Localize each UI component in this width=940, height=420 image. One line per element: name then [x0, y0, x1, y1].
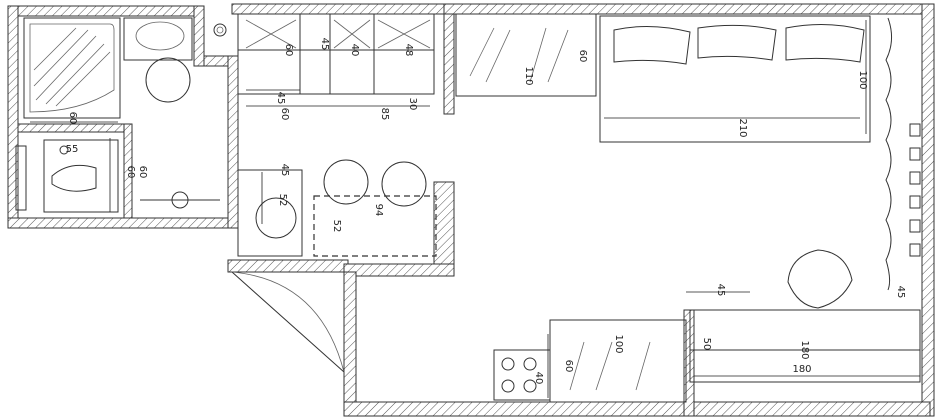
shower-tray-lines: [33, 27, 111, 107]
dim-wardrobe-60: 60: [577, 50, 588, 63]
dimension-lines: [30, 20, 920, 398]
chair-2: [381, 161, 427, 207]
chair-1: [323, 159, 369, 205]
toilet-bowl: [145, 57, 191, 103]
sofa-cushion-2: [697, 24, 777, 61]
wall-entry-lower: [343, 263, 455, 277]
dim-desk-50: 50: [701, 338, 712, 351]
dim-table-45: 45: [279, 164, 290, 177]
dim-upper-cab-1: 60: [283, 44, 294, 57]
dim-desk-180b: 180: [792, 364, 811, 375]
fridge-icon: [255, 197, 297, 239]
kitchen: [237, 13, 437, 257]
dim-shower-width: 60: [67, 112, 78, 125]
entry-door: [231, 271, 345, 373]
shower-tray-inner: [29, 23, 115, 113]
dimension-labels: 60 55 60 60 60 45 40 48 45 60 85 30 110 …: [66, 38, 906, 385]
wardrobe-body: [455, 13, 597, 97]
dim-sink-depth: 55: [66, 144, 79, 155]
washing-machine-drum: [135, 21, 185, 51]
wall-kitchen-partition: [443, 13, 455, 115]
wall-bath-bottom: [7, 217, 233, 229]
sink-drain: [59, 145, 69, 155]
wall-desk-back: [683, 309, 695, 417]
burner-4: [523, 379, 537, 393]
wall-entry-side: [343, 271, 357, 417]
wall-bath-divider: [17, 123, 125, 133]
sink-basin: [51, 164, 97, 192]
bathroom: [15, 17, 227, 213]
sink-counter: [43, 139, 119, 213]
wall-top-living: [443, 3, 933, 15]
burner-3: [523, 357, 537, 371]
dim-toilet-depth-a: 60: [137, 166, 148, 179]
wall-bath-right: [193, 5, 205, 67]
dim-kitchen-85: 85: [379, 108, 390, 121]
fridge: [237, 169, 303, 257]
sofa-cushion-3: [785, 23, 865, 63]
wardrobe: [455, 13, 597, 97]
dim-table-52a: 52: [277, 194, 288, 207]
kitchen-upper-cabinets: [237, 13, 435, 95]
heater: [15, 145, 27, 211]
dim-table-52b: 52: [331, 220, 342, 233]
washing-machine: [123, 17, 193, 61]
sofa: [599, 15, 871, 143]
dim-sofa-100: 100: [857, 70, 868, 89]
wall-bottom-right: [689, 401, 931, 417]
wall-bath-inner: [227, 55, 239, 229]
radiator-valve-icon: [171, 191, 189, 209]
dim-stove-40: 40: [533, 372, 544, 385]
dim-wardrobe-110: 110: [523, 66, 534, 85]
tap-inner: [216, 26, 224, 34]
dim-upper-cab-2: 45: [319, 38, 330, 51]
dim-kitchen-45: 45: [275, 92, 286, 105]
dim-desk-45b: 45: [895, 286, 906, 299]
wall-kitchen-partition-low: [433, 181, 455, 267]
wall-top-kitchen: [231, 3, 445, 15]
walls: [7, 3, 935, 417]
sofa-cushion-1: [613, 25, 691, 65]
dim-desk-45: 45: [715, 284, 726, 297]
dim-table-94: 94: [373, 204, 384, 217]
dining-table: [313, 195, 437, 257]
entry-door-swing: [231, 271, 345, 373]
tap: [213, 23, 227, 37]
dim-toilet-depth-b: 60: [125, 166, 136, 179]
dim-upper-cab-4: 48: [403, 44, 414, 57]
dim-dresser-100: 100: [613, 334, 624, 353]
wall-entry-bottom: [227, 259, 349, 273]
dim-desk-180a: 180: [799, 340, 810, 359]
dim-kitchen-30: 30: [407, 98, 418, 111]
radiator: [909, 123, 921, 257]
wall-bath-top: [7, 5, 205, 17]
dim-kitchen-60: 60: [279, 108, 290, 121]
wall-right: [921, 3, 935, 417]
dim-dresser-60: 60: [563, 360, 574, 373]
stove: [493, 349, 551, 401]
wall-bottom: [343, 401, 685, 417]
office-chair: [787, 249, 853, 309]
dim-upper-cab-3: 40: [349, 44, 360, 57]
sofa-body: [599, 15, 871, 143]
shower-tray: [23, 17, 121, 119]
dim-sofa-210: 210: [737, 118, 748, 137]
burner-1: [501, 357, 515, 371]
desk: [689, 309, 921, 383]
wall-bath-partition: [123, 123, 133, 219]
curtain: [885, 17, 892, 291]
burner-2: [501, 379, 515, 393]
